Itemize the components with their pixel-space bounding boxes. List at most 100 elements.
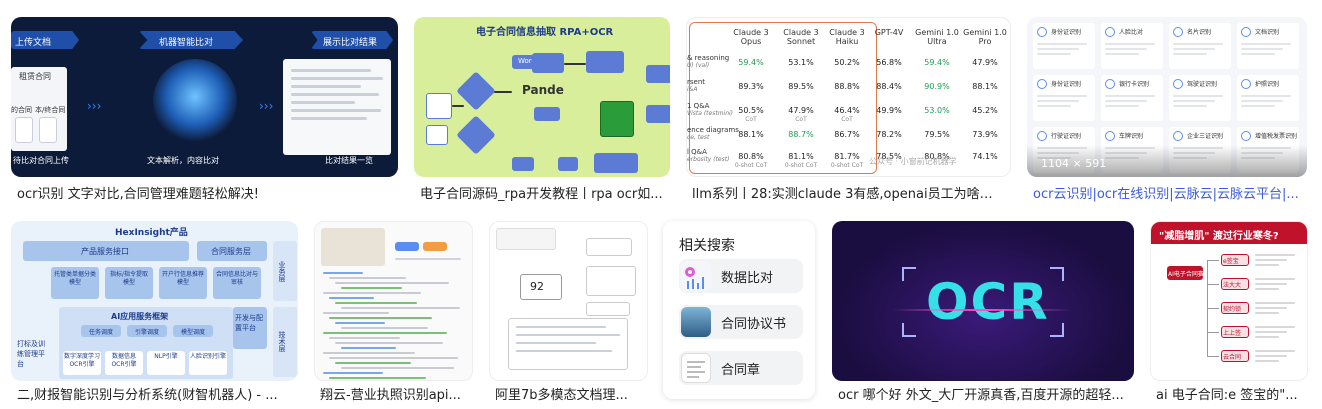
watermark: 公众号 · 小窗前记机器学 — [869, 157, 957, 166]
service-icon — [1037, 27, 1047, 37]
result-card-5[interactable]: HexInsight产品 产品服务接口 合同服务层 AI应用服务框架 打标及训练… — [11, 221, 298, 406]
related-item-data-compare[interactable]: 数据比对 — [679, 259, 803, 293]
table-header: Claude 3 Haiku — [829, 28, 865, 46]
tree-node-label: e签宝 — [1223, 258, 1239, 265]
arrow-icon: ››› — [87, 99, 102, 113]
code-line — [323, 292, 421, 294]
service-icon — [1037, 131, 1047, 141]
result-card-2[interactable]: 电子合同信息抽取 RPA+OCR Word Pande 电子合同源码_rpa开发… — [414, 17, 670, 205]
tree-node-label: 契约锁 — [1223, 306, 1242, 313]
code-line — [329, 357, 458, 359]
document-photo-icon — [681, 307, 711, 337]
result-caption[interactable]: 翔云-营业执照识别api... — [320, 388, 461, 403]
model-box — [213, 267, 261, 299]
result-thumbnail[interactable]: 身份证识别人脸比对名片识别文档识别身份证识别银行卡识别驾驶证识别护照识别行驶证识… — [1027, 17, 1307, 177]
table-cell: 88.1% — [972, 82, 998, 91]
table-cell: 74.1% — [972, 152, 998, 161]
service-icon — [1173, 131, 1183, 141]
code-line — [341, 367, 454, 369]
result-caption[interactable]: ocr云识别|ocr在线识别|云脉云|云脉云平台|... — [1033, 187, 1299, 202]
tree-node — [1221, 254, 1249, 266]
code-line — [329, 277, 406, 279]
result-thumbnail[interactable]: 电子合同信息抽取 RPA+OCR Word Pande — [414, 17, 670, 177]
tree-node — [1221, 302, 1249, 314]
related-item-contract-agreement[interactable]: 合同协议书 — [679, 305, 803, 339]
service-icon — [1037, 79, 1047, 89]
result-card-6[interactable]: 翔云-营业执照识别api... — [314, 221, 473, 406]
result-caption[interactable]: ocr 哪个好 外文_大厂开源真香,百度开源的超轻... — [838, 388, 1124, 403]
code-line — [341, 347, 396, 349]
table-cell: 88.8% — [834, 82, 860, 91]
result-card-1[interactable]: 上传文档 机器智能比对 展示比对结果 租赁合同 的合同 本/终合同 ››› ››… — [11, 17, 398, 205]
code-line — [323, 312, 389, 314]
table-cell: 59.4% — [738, 58, 764, 67]
service-tile-label: 增值税发票识别 — [1255, 133, 1298, 140]
table-cell: 88.7% — [788, 130, 814, 139]
result-caption[interactable]: ocr识别 文字对比,合同管理难题轻松解决! — [17, 187, 259, 202]
step-label: 机器智能比对 — [159, 38, 214, 48]
table-cell: 79.5% — [924, 130, 950, 139]
table-cell: 88.4% — [876, 82, 902, 91]
table-cell: 53.1% — [788, 58, 814, 67]
result-caption[interactable]: 二,财报智能识别与分析系统(财智机器人) - ... — [17, 388, 278, 403]
service-tile-label: 银行卡识别 — [1119, 81, 1150, 88]
result-card-4[interactable]: 身份证识别人脸比对名片识别文档识别身份证识别银行卡识别驾驶证识别护照识别行驶证识… — [1027, 17, 1307, 205]
related-searches-panel: 相关搜索 数据比对 合同协议书 合同章 — [663, 221, 815, 399]
model-box — [105, 267, 153, 299]
table-cell: 89.5% — [788, 82, 814, 91]
code-line — [335, 322, 385, 324]
table-cell: 89.3% — [738, 82, 764, 91]
ai-service-box — [81, 325, 121, 337]
shot-label: 0-shot CoT — [784, 162, 818, 169]
row-sublabel: erbosity (test) — [687, 156, 730, 163]
document-icon — [681, 353, 711, 383]
diagram-title: 电子合同信息抽取 RPA+OCR — [476, 27, 614, 38]
step-label: 展示比对结果 — [323, 38, 378, 48]
diagram-title: HexInsight产品 — [115, 228, 188, 238]
code-line — [329, 337, 400, 339]
result-thumbnail[interactable]: 上传文档 机器智能比对 展示比对结果 租赁合同 的合同 本/终合同 ››› ››… — [11, 17, 398, 177]
related-item-label: 合同章 — [721, 362, 761, 378]
result-caption[interactable]: llm系列丨28:实测claude 3有感,openai员工为啥没有... — [692, 187, 1011, 202]
table-cell: 81.7% — [834, 152, 860, 161]
service-icon — [1241, 131, 1251, 141]
result-thumbnail[interactable]: 92 — [489, 221, 648, 381]
table-cell: 56.8% — [876, 58, 902, 67]
result-thumbnail[interactable]: "减脂增肌" 渡过行业寒冬? AI电子合同赛道 e签宝法大大契约锁上上签云合同 — [1150, 221, 1308, 381]
code-line — [341, 307, 460, 309]
service-icon — [1105, 79, 1115, 89]
row-label: l Q&A — [687, 148, 707, 156]
table-cell: 73.9% — [972, 130, 998, 139]
code-line — [323, 332, 447, 334]
table-cell: 53.0% — [924, 106, 950, 115]
result-thumbnail[interactable]: OCR — [832, 221, 1134, 381]
tree-node — [1221, 278, 1249, 290]
service-tile-label: 护照识别 — [1255, 81, 1280, 88]
result-caption[interactable]: ai 电子合同:e 签宝的"... — [1156, 388, 1298, 403]
result-caption[interactable]: 电子合同源码_rpa开发教程丨rpa ocr如... — [420, 187, 663, 202]
model-box — [159, 267, 207, 299]
code-line — [341, 287, 402, 289]
related-item-contract-seal[interactable]: 合同章 — [679, 351, 803, 385]
result-card-8[interactable]: OCR ocr 哪个好 外文_大厂开源真香,百度开源的超轻... — [832, 221, 1134, 406]
result-caption[interactable]: 阿里7b多模态文档理... — [495, 388, 628, 403]
result-card-9[interactable]: "减脂增肌" 渡过行业寒冬? AI电子合同赛道 e签宝法大大契约锁上上签云合同 … — [1150, 221, 1308, 406]
table-cell: 90.9% — [924, 82, 950, 91]
related-item-label: 数据比对 — [721, 270, 774, 286]
service-icon — [1241, 27, 1251, 37]
table-cell: 46.4% — [834, 106, 860, 115]
result-card-7[interactable]: 92 阿里7b多模态文档理... — [489, 221, 648, 406]
tree-node-label: 云合同 — [1223, 354, 1242, 361]
ocr-logo-text: OCR — [926, 273, 1050, 331]
table-cell: 80.8% — [924, 152, 950, 161]
engine-box — [105, 351, 143, 375]
engine-label: NLP引擎 — [154, 353, 178, 360]
image-size-label: 1104 × 591 — [1041, 157, 1107, 170]
engine-box — [63, 351, 101, 375]
result-thumbnail[interactable] — [314, 221, 473, 381]
service-icon — [1241, 79, 1251, 89]
table-cell: 80.8% — [738, 152, 764, 161]
result-thumbnail[interactable]: HexInsight产品 产品服务接口 合同服务层 AI应用服务框架 打标及训练… — [11, 221, 298, 381]
